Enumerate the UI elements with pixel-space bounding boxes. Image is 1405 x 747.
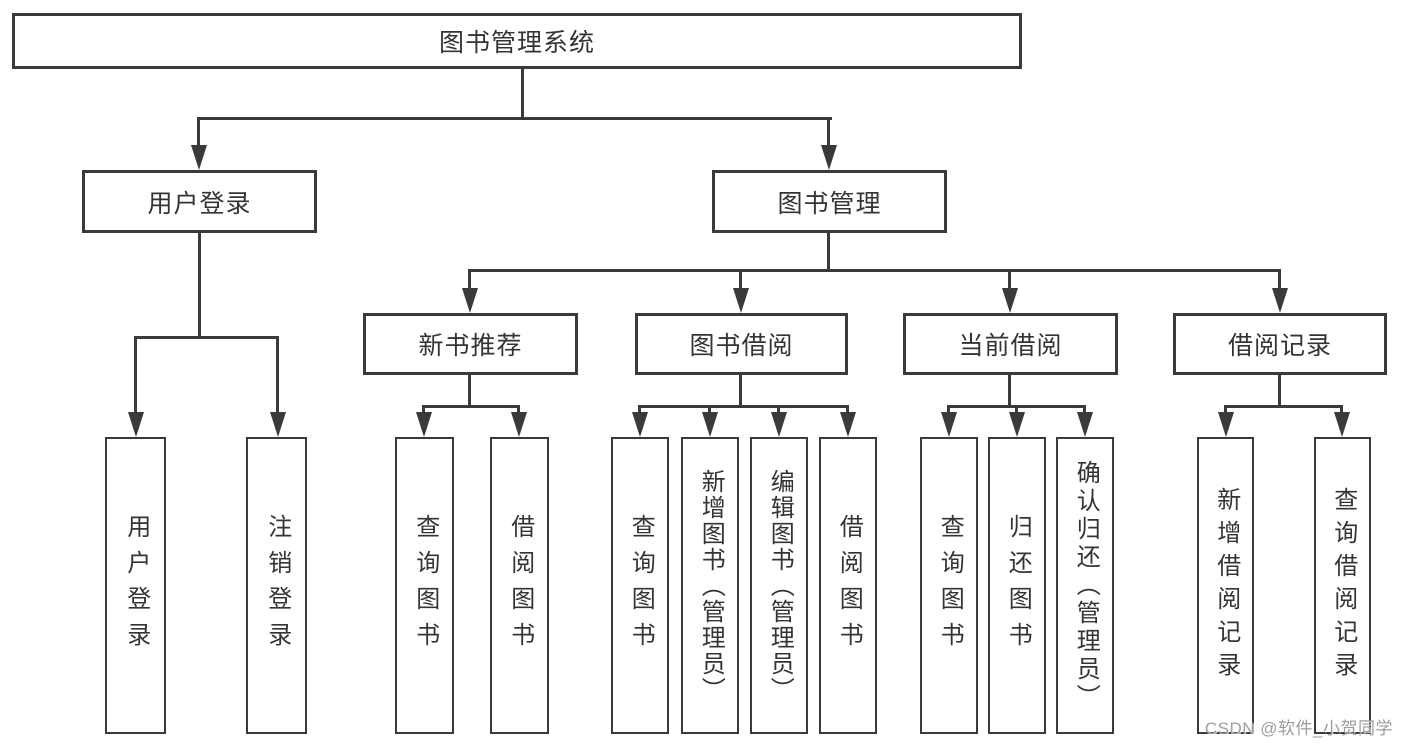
- node-label: 新书推荐: [418, 332, 523, 360]
- connector-leaf-stem: [947, 405, 950, 414]
- connector-leaf-stem: [1015, 405, 1018, 414]
- leaf-borrow-books-recommend: 借阅图书: [490, 437, 549, 734]
- leaf-label: 确认归还（管理员）: [1072, 459, 1100, 712]
- leaf-label: 归还图书: [1004, 513, 1032, 658]
- leaf-query-books-recommend: 查询图书: [395, 437, 454, 734]
- node-label: 用户登录: [147, 189, 252, 218]
- csdn-watermark: CSDN @软件_小贺同学: [1204, 719, 1393, 738]
- leaf-label: 编辑图书（管理员）: [766, 468, 794, 703]
- node-current-borrowing: 当前借阅: [903, 313, 1118, 375]
- leaf-query-borrow-record: 查询借阅记录: [1314, 437, 1371, 734]
- connector-l3-stem: [1278, 269, 1281, 290]
- connector-leaf-stem: [134, 336, 137, 414]
- leaf-label: 新增借阅记录: [1212, 486, 1240, 685]
- connector-leaf-stem: [1340, 405, 1343, 414]
- arrowhead-icon: [1077, 412, 1093, 437]
- connector-leaf-stem: [708, 405, 711, 414]
- connector-leaf-stem: [422, 405, 425, 414]
- arrowhead-icon: [1272, 288, 1288, 313]
- node-label: 图书管理系统: [438, 29, 595, 57]
- connector-l3-stem: [739, 269, 742, 290]
- connector-book-mgmt-down: [827, 233, 830, 271]
- arrowhead-icon: [941, 412, 957, 437]
- leaf-confirm-return-admin: 确认归还（管理员）: [1056, 437, 1114, 734]
- leaf-label: 查询图书: [411, 513, 439, 658]
- connector-group-hbar: [1224, 405, 1343, 408]
- arrowhead-icon: [416, 412, 432, 437]
- connector-leaf-stem: [276, 336, 279, 414]
- leaf-borrow-books: 借阅图书: [819, 437, 877, 734]
- node-user-login-branch: 用户登录: [82, 170, 317, 233]
- connector-group-hbar: [638, 405, 849, 408]
- connector-user-login-stem: [197, 117, 200, 147]
- arrowhead-icon: [191, 145, 207, 170]
- leaf-query-books-borrowing: 查询图书: [611, 437, 669, 734]
- connector-l3-stem: [1008, 269, 1011, 290]
- node-borrowing-records: 借阅记录: [1173, 313, 1387, 375]
- arrowhead-icon: [1009, 412, 1025, 437]
- arrowhead-icon: [462, 288, 478, 313]
- leaf-label: 用户登录: [122, 513, 150, 658]
- arrowhead-icon: [821, 145, 837, 170]
- node-label: 图书管理: [777, 189, 882, 218]
- connector-group-stem: [468, 375, 471, 407]
- arrowhead-icon: [128, 412, 144, 437]
- connector-leaf-stem: [1224, 405, 1227, 414]
- connector-l3-stem: [468, 269, 471, 290]
- node-label: 当前借阅: [958, 332, 1063, 360]
- connector-user-login-hbar: [134, 336, 279, 339]
- leaf-query-books-current: 查询图书: [920, 437, 978, 734]
- arrowhead-icon: [702, 412, 718, 437]
- leaf-label: 借阅图书: [506, 513, 534, 658]
- connector-leaf-stem: [846, 405, 849, 414]
- connector-group-stem: [1008, 375, 1011, 407]
- arrowhead-icon: [771, 412, 787, 437]
- connector-user-login-down: [198, 233, 201, 338]
- leaf-label: 查询图书: [936, 513, 964, 658]
- node-book-management-branch: 图书管理: [712, 170, 947, 233]
- connector-root-stem: [521, 69, 524, 119]
- leaf-user-login: 用户登录: [105, 437, 166, 734]
- connector-group-stem: [1278, 375, 1281, 407]
- connector-leaf-stem: [1083, 405, 1086, 414]
- arrowhead-icon: [270, 412, 286, 437]
- arrowhead-icon: [1002, 288, 1018, 313]
- leaf-label: 借阅图书: [835, 513, 863, 658]
- node-book-borrowing: 图书借阅: [635, 313, 848, 375]
- arrowhead-icon: [733, 288, 749, 313]
- connector-leaf-stem: [517, 405, 520, 414]
- connector-leaf-stem: [777, 405, 780, 414]
- connector-book-mgmt-hbar: [468, 269, 1281, 272]
- leaf-add-book-admin: 新增图书（管理员）: [681, 437, 739, 734]
- arrowhead-icon: [1334, 412, 1350, 437]
- arrowhead-icon: [840, 412, 856, 437]
- node-label: 借阅记录: [1227, 332, 1332, 360]
- connector-book-mgmt-stem: [827, 117, 830, 147]
- leaf-label: 查询借阅记录: [1329, 486, 1357, 685]
- connector-group-hbar: [422, 405, 520, 408]
- node-label: 图书借阅: [689, 332, 794, 360]
- leaf-label: 查询图书: [627, 513, 655, 658]
- node-new-book-recommendation: 新书推荐: [363, 313, 578, 375]
- leaf-label: 新增图书（管理员）: [697, 468, 725, 703]
- arrowhead-icon: [1218, 412, 1234, 437]
- arrowhead-icon: [511, 412, 527, 437]
- leaf-edit-book-admin: 编辑图书（管理员）: [750, 437, 808, 734]
- arrowhead-icon: [632, 412, 648, 437]
- node-library-management-system: 图书管理系统: [12, 13, 1022, 69]
- connector-root-hbar: [197, 117, 832, 120]
- connector-group-stem: [739, 375, 742, 407]
- connector-leaf-stem: [638, 405, 641, 414]
- leaf-return-books: 归还图书: [988, 437, 1046, 734]
- leaf-logout: 注销登录: [246, 437, 307, 734]
- leaf-add-borrow-record: 新增借阅记录: [1197, 437, 1254, 734]
- leaf-label: 注销登录: [263, 513, 291, 658]
